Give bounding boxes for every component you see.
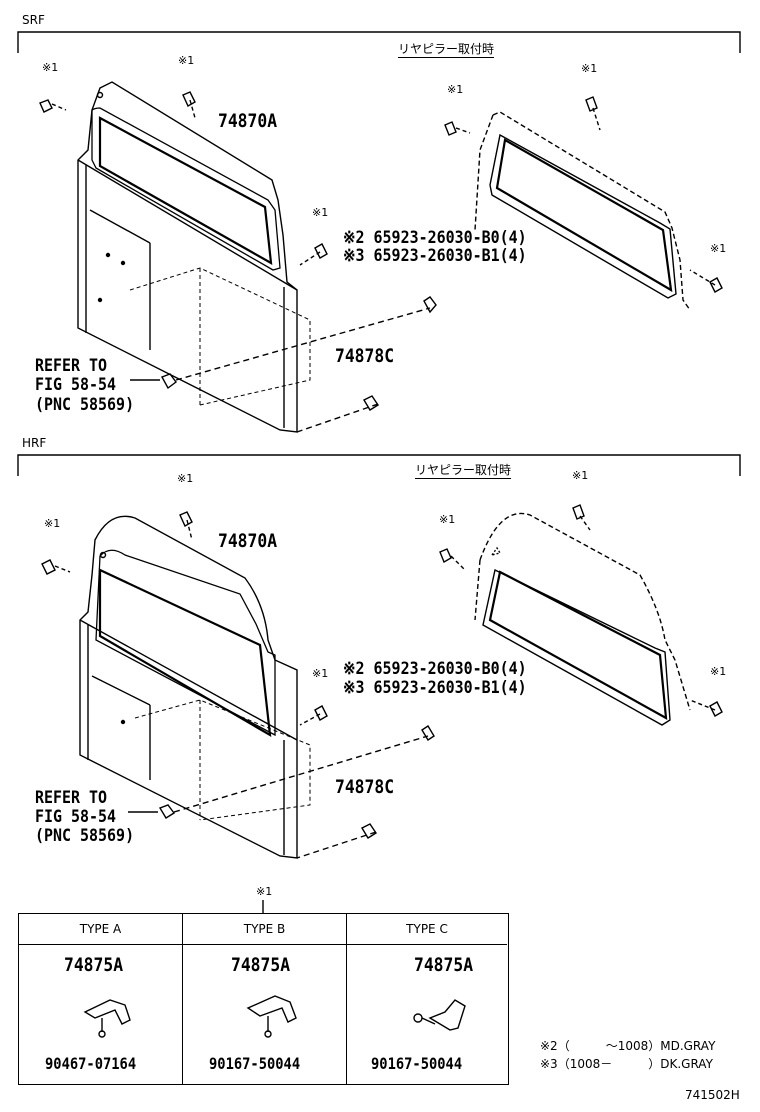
hrf-partition-panel [79, 515, 311, 859]
srf-note2: ※2 65923-26030-B0(4) [343, 228, 527, 248]
srf-refer-line1: REFER TO [35, 356, 108, 376]
srf-refer-line2: FIG 58-54 [35, 375, 117, 395]
section-title-hrf: HRF [22, 436, 47, 450]
srf-refer-line3: (PNC 58569) [35, 395, 135, 415]
hrf-marker-1: ※1 [44, 517, 61, 530]
type-a-bolt: 90467-07164 [45, 1054, 137, 1073]
srf-note3: ※3 65923-26030-B1(4) [343, 246, 527, 266]
type-b-part: 74875A [231, 954, 291, 976]
hrf-frame [17, 454, 741, 476]
type-col-a: TYPE A 74875A 90467-07164 [19, 914, 183, 1084]
figure-id: 741502H [685, 1088, 740, 1102]
srf-variant-panel [474, 111, 691, 311]
srf-variant-caption: リヤピラー取付時 [398, 42, 495, 58]
hrf-note2: ※2 65923-26030-B0(4) [343, 659, 527, 679]
type-header-c: TYPE C [347, 914, 507, 945]
srf-marker-4: ※1 [447, 83, 464, 96]
hrf-refer-line1: REFER TO [35, 788, 108, 808]
legend-line3: ※3（1008－ ）DK.GRAY [540, 1057, 713, 1071]
srf-partition-panel [77, 81, 311, 433]
type-table-marker: ※1 [256, 885, 273, 898]
hrf-variant-panel [474, 512, 691, 726]
type-header-a: TYPE A [19, 914, 182, 945]
hrf-refer-line2: FIG 58-54 [35, 807, 117, 827]
type-table: TYPE A 74875A 90467-07164 TYPE B 74875A … [18, 913, 509, 1085]
type-header-b: TYPE B [183, 914, 346, 945]
srf-marker-1: ※1 [42, 61, 59, 74]
hrf-marker-6: ※1 [710, 665, 727, 678]
srf-clips [39, 91, 723, 433]
srf-marker-3: ※1 [312, 206, 329, 219]
hrf-marker-5: ※1 [572, 469, 589, 482]
type-c-part: 74875A [414, 954, 474, 976]
srf-marker-2: ※1 [178, 54, 195, 67]
type-col-c: TYPE C 74875A 90167-50044 [347, 914, 507, 1084]
srf-part-main: 74870A [218, 110, 278, 132]
hrf-note3: ※3 65923-26030-B1(4) [343, 678, 527, 698]
type-b-bolt: 90167-50044 [209, 1054, 301, 1073]
legend-line2: ※2（ ～1008）MD.GRAY [540, 1039, 716, 1053]
srf-part-clip: 74878C [335, 345, 395, 367]
hrf-part-main: 74870A [218, 530, 278, 552]
srf-frame [17, 31, 741, 53]
hrf-refer-line3: (PNC 58569) [35, 826, 135, 846]
hrf-clips [41, 504, 723, 859]
type-table-icons [83, 900, 466, 1038]
hrf-marker-2: ※1 [177, 472, 194, 485]
type-c-bolt: 90167-50044 [371, 1054, 463, 1073]
hrf-marker-3: ※1 [312, 667, 329, 680]
hrf-marker-4: ※1 [439, 513, 456, 526]
hrf-part-clip: 74878C [335, 776, 395, 798]
type-a-part: 74875A [64, 954, 124, 976]
type-col-b: TYPE B 74875A 90167-50044 [183, 914, 347, 1084]
srf-marker-5: ※1 [581, 62, 598, 75]
section-title-srf: SRF [22, 13, 45, 27]
srf-marker-6: ※1 [710, 242, 727, 255]
hrf-variant-caption: リヤピラー取付時 [415, 463, 512, 479]
